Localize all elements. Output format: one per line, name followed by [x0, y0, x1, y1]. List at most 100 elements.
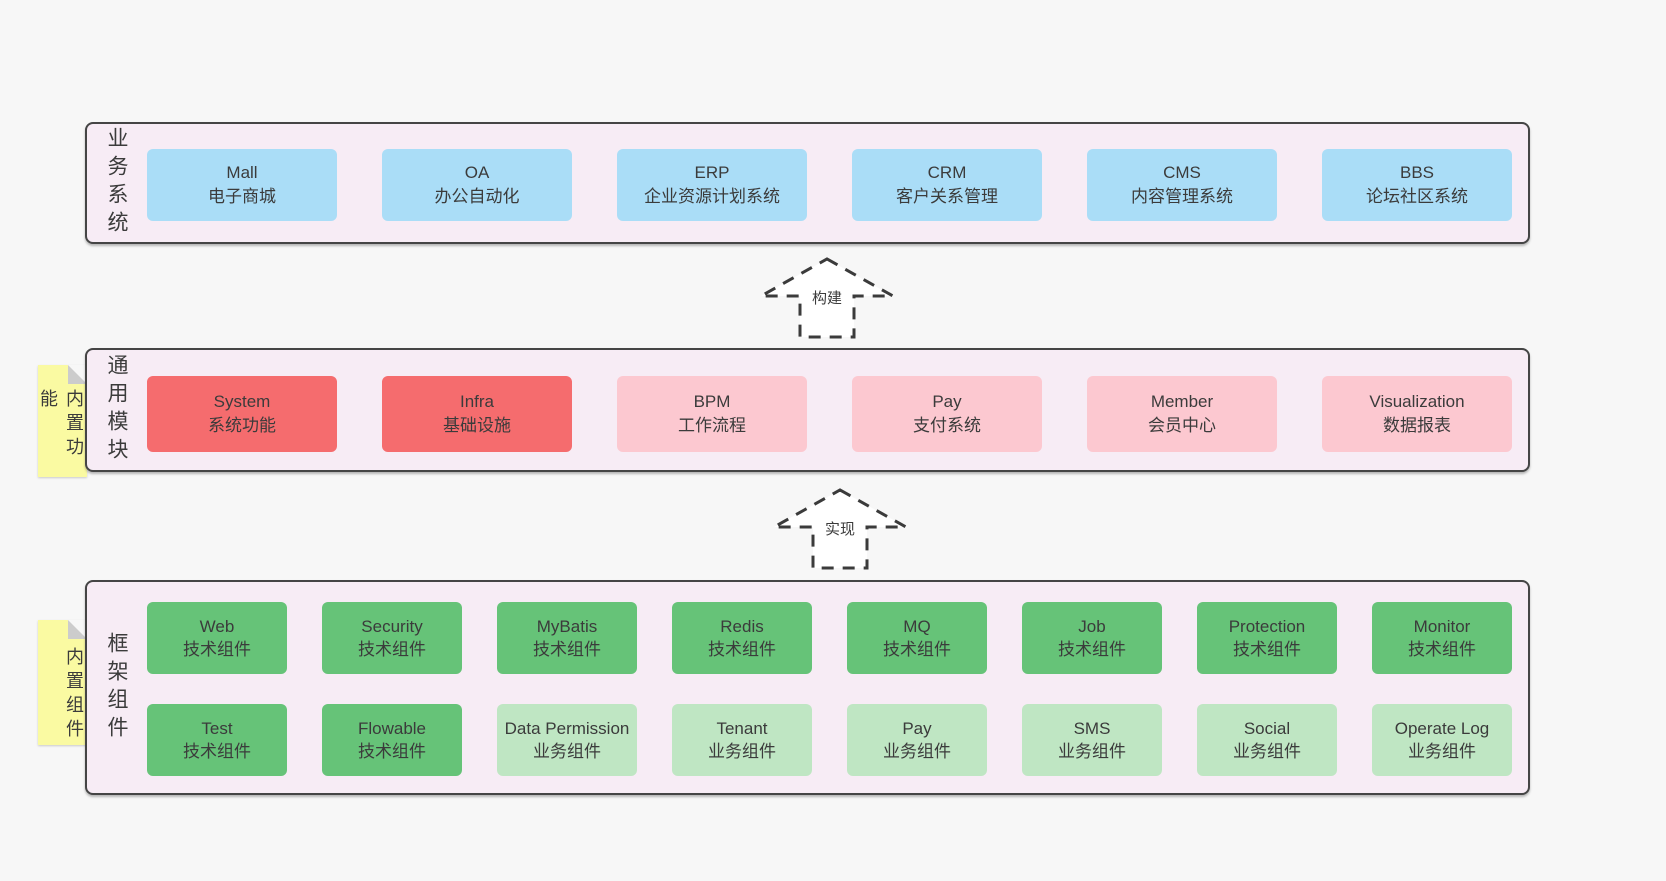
modules-box-row: System 系统功能 Infra 基础设施 BPM 工作流程 Pay 支付系统… — [147, 376, 1528, 452]
box-subtitle: 技术组件 — [1058, 640, 1126, 659]
box-subtitle: 技术组件 — [358, 742, 426, 761]
box-subtitle: 办公自动化 — [434, 187, 520, 206]
box-oa: OA 办公自动化 — [382, 149, 572, 221]
box-subtitle: 技术组件 — [1408, 640, 1476, 659]
box-sms: SMS 业务组件 — [1022, 704, 1162, 776]
box-bpm: BPM 工作流程 — [617, 376, 807, 452]
box-title: Redis — [720, 617, 764, 636]
box-subtitle: 会员中心 — [1148, 416, 1216, 435]
box-data-permission: Data Permission 业务组件 — [497, 704, 637, 776]
box-operate-log: Operate Log 业务组件 — [1372, 704, 1512, 776]
box-subtitle: 系统功能 — [208, 416, 276, 435]
box-subtitle: 企业资源计划系统 — [644, 187, 780, 206]
components-box-row-2: Test 技术组件 Flowable 技术组件 Data Permission … — [147, 704, 1528, 776]
box-tenant: Tenant 业务组件 — [672, 704, 812, 776]
implement-arrow: 实现 — [770, 487, 910, 571]
sticky-note-built-in-features: 内置功能 — [38, 365, 87, 477]
box-title: BBS — [1399, 163, 1435, 182]
box-title: BPM — [693, 392, 731, 411]
box-subtitle: 业务组件 — [533, 742, 601, 761]
box-web: Web 技术组件 — [147, 602, 287, 674]
box-subtitle: 内容管理系统 — [1131, 187, 1233, 206]
box-mybatis: MyBatis 技术组件 — [497, 602, 637, 674]
box-title: Mall — [226, 163, 258, 182]
box-title: OA — [464, 163, 490, 182]
layer-label-components: 框架组件 — [105, 631, 128, 744]
box-pay-business: Pay 业务组件 — [847, 704, 987, 776]
box-title: Pay — [902, 719, 932, 738]
box-subtitle: 业务组件 — [883, 742, 951, 761]
box-subtitle: 论坛社区系统 — [1366, 187, 1468, 206]
box-title: Infra — [459, 392, 495, 411]
box-flowable: Flowable 技术组件 — [322, 704, 462, 776]
box-title: Test — [201, 719, 233, 738]
box-title: Security — [361, 617, 423, 636]
box-title: Operate Log — [1394, 719, 1490, 738]
box-subtitle: 电子商城 — [208, 187, 276, 206]
box-title: CMS — [1163, 163, 1201, 182]
box-title: Protection — [1228, 617, 1306, 636]
box-monitor: Monitor 技术组件 — [1372, 602, 1512, 674]
box-bbs: BBS 论坛社区系统 — [1322, 149, 1512, 221]
box-subtitle: 技术组件 — [708, 640, 776, 659]
box-title: MyBatis — [536, 617, 598, 636]
box-job: Job 技术组件 — [1022, 602, 1162, 674]
implement-arrow-label: 实现 — [821, 518, 859, 539]
box-title: CRM — [927, 163, 967, 182]
layer-common-modules: 通用模块 System 系统功能 Infra 基础设施 BPM 工作流程 Pay… — [85, 348, 1530, 472]
box-subtitle: 技术组件 — [533, 640, 601, 659]
build-arrow-label: 构建 — [808, 287, 846, 308]
box-title: ERP — [694, 163, 730, 182]
box-subtitle: 技术组件 — [183, 742, 251, 761]
box-subtitle: 支付系统 — [913, 416, 981, 435]
box-member: Member 会员中心 — [1087, 376, 1277, 452]
box-title: System — [213, 392, 271, 411]
business-box-row: Mall 电子商城 OA 办公自动化 ERP 企业资源计划系统 CRM 客户关系… — [147, 149, 1528, 221]
box-title: Data Permission — [504, 719, 630, 738]
box-subtitle: 业务组件 — [708, 742, 776, 761]
box-pay: Pay 支付系统 — [852, 376, 1042, 452]
box-title: Flowable — [357, 719, 427, 738]
box-title: Monitor — [1413, 617, 1471, 636]
box-subtitle: 数据报表 — [1383, 416, 1451, 435]
box-cms: CMS 内容管理系统 — [1087, 149, 1277, 221]
box-subtitle: 技术组件 — [1233, 640, 1301, 659]
box-mall: Mall 电子商城 — [147, 149, 337, 221]
box-subtitle: 工作流程 — [678, 416, 746, 435]
components-box-row-1: Web 技术组件 Security 技术组件 MyBatis 技术组件 Redi… — [147, 602, 1528, 674]
box-title: SMS — [1073, 719, 1111, 738]
box-social: Social 业务组件 — [1197, 704, 1337, 776]
box-protection: Protection 技术组件 — [1197, 602, 1337, 674]
box-redis: Redis 技术组件 — [672, 602, 812, 674]
box-test: Test 技术组件 — [147, 704, 287, 776]
box-title: Social — [1243, 719, 1291, 738]
box-erp: ERP 企业资源计划系统 — [617, 149, 807, 221]
layer-business-systems: 业务系统 Mall 电子商城 OA 办公自动化 ERP 企业资源计划系统 CRM… — [85, 122, 1530, 244]
box-title: Tenant — [716, 719, 768, 738]
box-subtitle: 客户关系管理 — [896, 187, 998, 206]
box-subtitle: 业务组件 — [1233, 742, 1301, 761]
box-subtitle: 业务组件 — [1408, 742, 1476, 761]
box-subtitle: 技术组件 — [183, 640, 251, 659]
build-arrow: 构建 — [757, 256, 897, 340]
layer-label-modules: 通用模块 — [105, 354, 128, 466]
box-crm: CRM 客户关系管理 — [852, 149, 1042, 221]
box-title: Pay — [932, 392, 962, 411]
box-subtitle: 技术组件 — [358, 640, 426, 659]
sticky-note-built-in-components: 内置组件 — [38, 620, 87, 745]
box-security: Security 技术组件 — [322, 602, 462, 674]
box-title: Job — [1078, 617, 1106, 636]
box-title: Member — [1150, 392, 1214, 411]
layer-label-business: 业务系统 — [105, 127, 128, 239]
box-title: Web — [199, 617, 235, 636]
layer-framework-components: 框架组件 Web 技术组件 Security 技术组件 MyBatis 技术组件… — [85, 580, 1530, 795]
box-title: Visualization — [1369, 392, 1465, 411]
box-infra: Infra 基础设施 — [382, 376, 572, 452]
box-system: System 系统功能 — [147, 376, 337, 452]
box-visualization: Visualization 数据报表 — [1322, 376, 1512, 452]
box-title: MQ — [903, 617, 931, 636]
box-subtitle: 基础设施 — [443, 416, 511, 435]
box-subtitle: 业务组件 — [1058, 742, 1126, 761]
box-subtitle: 技术组件 — [883, 640, 951, 659]
